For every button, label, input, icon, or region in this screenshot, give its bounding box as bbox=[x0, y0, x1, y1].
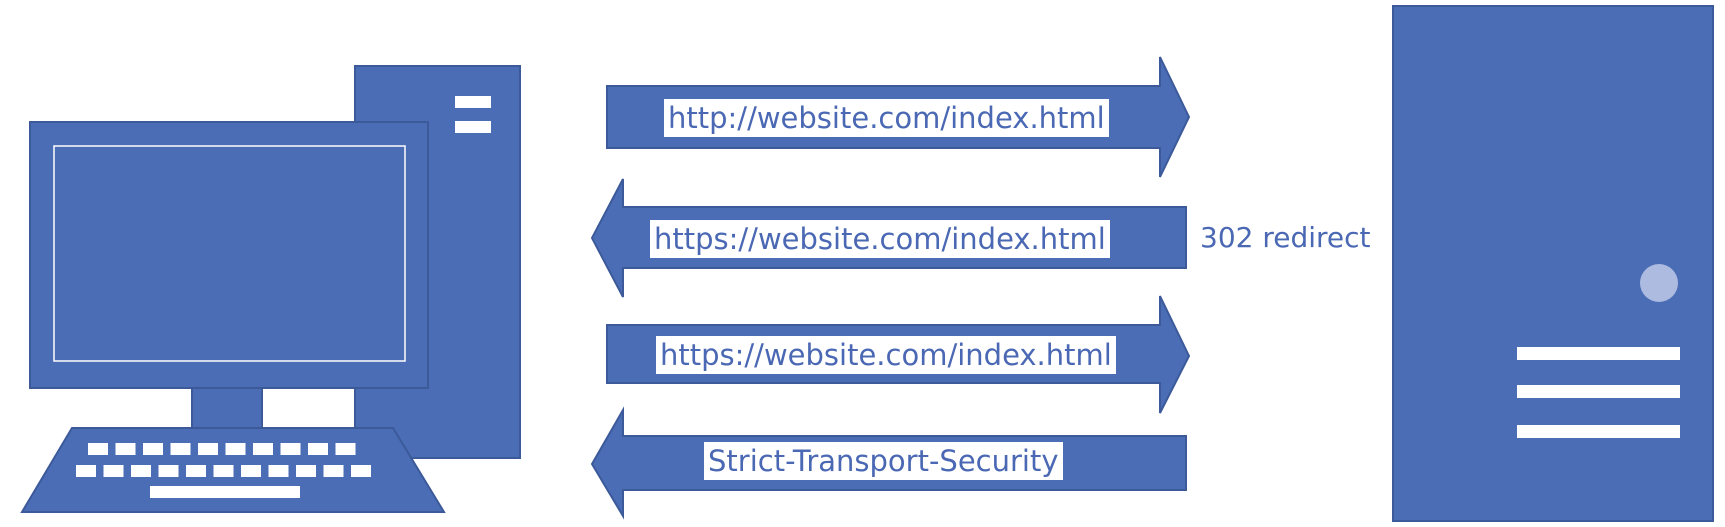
keyboard-key bbox=[76, 465, 96, 477]
keyboard-key bbox=[143, 443, 163, 455]
keyboard-key bbox=[323, 465, 344, 477]
keyboard-key bbox=[268, 465, 289, 477]
keyboard-key bbox=[280, 443, 301, 455]
message-label-4: Strict-Transport-Security bbox=[704, 442, 1063, 480]
server-drive-slot-1 bbox=[1517, 347, 1680, 360]
server-tower-icon bbox=[1392, 5, 1714, 522]
keyboard-key bbox=[115, 443, 136, 455]
keyboard-key bbox=[253, 443, 273, 455]
desktop-computer-icon bbox=[20, 65, 521, 513]
keyboard-key bbox=[103, 465, 124, 477]
keyboard-key bbox=[213, 465, 234, 477]
keyboard-key bbox=[308, 443, 328, 455]
client-monitor-screen bbox=[53, 145, 406, 362]
server-power-button bbox=[1640, 264, 1678, 302]
keyboard-key bbox=[296, 465, 316, 477]
keyboard-key bbox=[351, 465, 371, 477]
keyboard-key bbox=[225, 443, 246, 455]
message-label-3: https://website.com/index.html bbox=[656, 336, 1116, 374]
client-keyboard-keys bbox=[76, 443, 371, 498]
client-monitor-stand bbox=[191, 387, 263, 429]
client-tower-slot-bottom bbox=[455, 121, 491, 133]
keyboard-key bbox=[158, 465, 179, 477]
keyboard-key bbox=[198, 443, 218, 455]
keyboard-key bbox=[88, 443, 108, 455]
message-label-1: http://website.com/index.html bbox=[664, 99, 1109, 137]
keyboard-spacebar bbox=[150, 486, 300, 498]
server-body bbox=[1392, 5, 1714, 522]
server-drive-slot-3 bbox=[1517, 425, 1680, 438]
message-label-2: https://website.com/index.html bbox=[650, 220, 1110, 258]
redirect-note: 302 redirect bbox=[1200, 221, 1371, 254]
keyboard-key bbox=[131, 465, 151, 477]
keyboard-key bbox=[241, 465, 261, 477]
keyboard-key bbox=[170, 443, 191, 455]
client-tower-slot-top bbox=[455, 96, 491, 108]
keyboard-key bbox=[186, 465, 206, 477]
keyboard-key bbox=[335, 443, 356, 455]
server-drive-slot-2 bbox=[1517, 385, 1680, 398]
